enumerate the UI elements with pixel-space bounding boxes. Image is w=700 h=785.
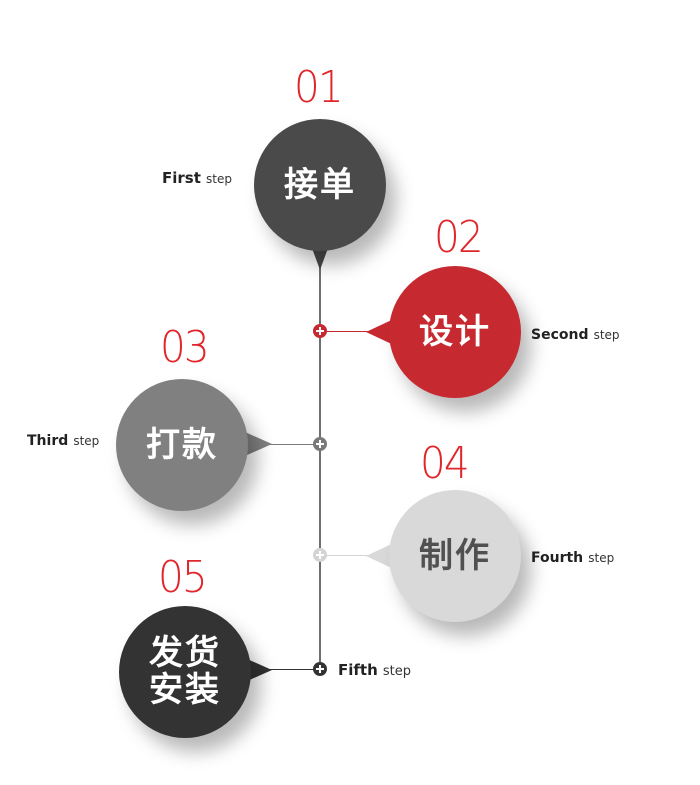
step-2-connector [326, 331, 376, 332]
step-2-title: 设计 [419, 311, 491, 352]
step-2-label: Second step [531, 324, 620, 343]
step-1-number: 01 [294, 62, 344, 113]
step-3-bubble: 打款 [116, 379, 248, 511]
step-5-label-suffix: step [382, 664, 411, 679]
step-3-label-suffix: step [73, 434, 100, 448]
step-3-label-bold: Third [27, 433, 69, 449]
step-2-label-suffix: step [593, 328, 620, 342]
step-1-label-bold: First [162, 169, 201, 187]
step-5-bubble: 发货 安装 [119, 606, 251, 738]
timeline-line [319, 262, 321, 670]
step-1-label: First step [162, 168, 232, 187]
step-4-label-bold: Fourth [531, 550, 584, 566]
step-3-connector [262, 444, 314, 445]
step-2-bubble: 设计 [389, 266, 521, 398]
step-3-title: 打款 [146, 424, 218, 465]
step-4-label-suffix: step [588, 551, 615, 565]
step-2-label-bold: Second [531, 327, 589, 343]
step-3-plus-icon [313, 437, 327, 451]
step-5-plus-icon [313, 662, 327, 676]
step-5-label: Fifth step [338, 660, 411, 679]
step-5-label-bold: Fifth [338, 661, 378, 679]
step-4-label: Fourth step [531, 547, 614, 566]
step-4-connector [326, 555, 376, 556]
step-4-title: 制作 [419, 535, 491, 576]
step-1-title: 接单 [284, 164, 356, 205]
step-5-connector [262, 669, 314, 670]
step-3-label: Third step [27, 430, 99, 449]
step-5-title: 发货 安装 [149, 635, 221, 708]
step-5-title-line1: 发货 [149, 633, 221, 674]
step-2-number: 02 [434, 212, 484, 263]
step-2-plus-icon [313, 324, 327, 338]
step-3-number: 03 [160, 322, 210, 373]
step-4-number: 04 [420, 438, 470, 489]
step-1-bubble: 接单 [254, 119, 386, 251]
step-5-number: 05 [158, 552, 208, 603]
step-4-bubble: 制作 [389, 490, 521, 622]
step-1-label-suffix: step [205, 172, 232, 186]
step-4-plus-icon [313, 548, 327, 562]
step-5-title-line2: 安装 [149, 670, 221, 710]
